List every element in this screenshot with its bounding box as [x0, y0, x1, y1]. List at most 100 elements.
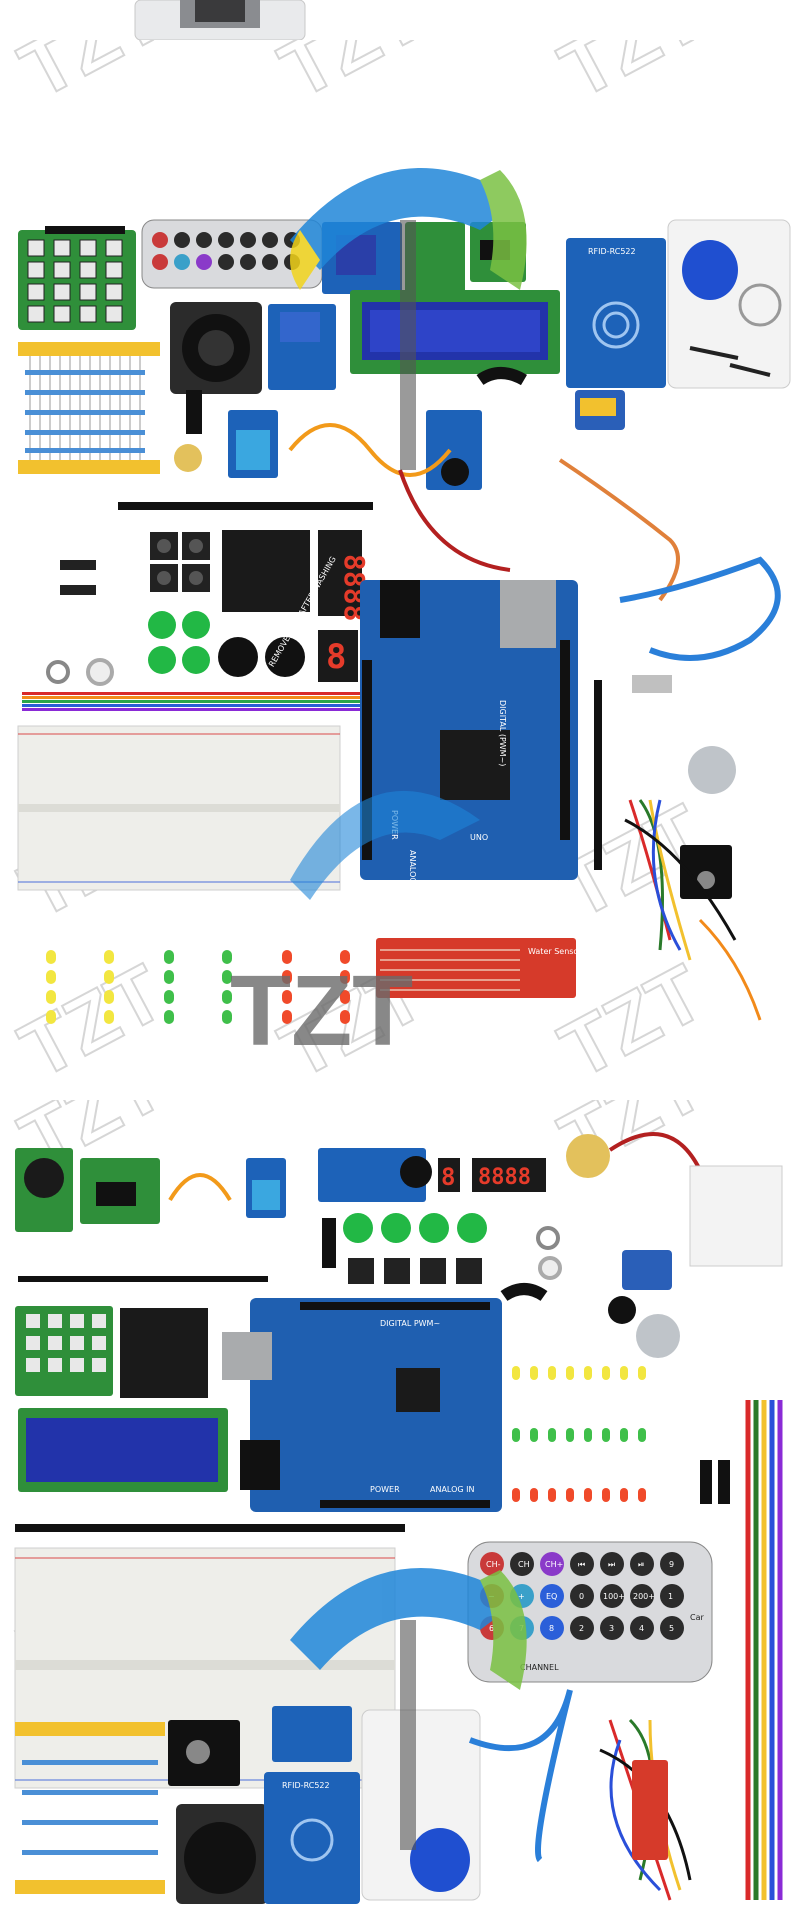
watermark-text: TZT — [266, 40, 437, 115]
buzzer-sealed — [265, 637, 305, 677]
seven-seg-single: 8 — [326, 637, 346, 677]
watermark-logo — [290, 1568, 527, 1850]
svg-text:+: + — [518, 1592, 525, 1601]
seven-segment-1digit: 8 — [318, 630, 358, 682]
kit-photo-2: TZT TZT TZT TZT 8 8888 — [0, 1100, 800, 1914]
seven-seg-text: 8888 — [478, 1165, 531, 1190]
potentiometer — [566, 1134, 610, 1178]
stepper-motor — [636, 1314, 680, 1358]
jumper-wires — [288, 423, 452, 477]
svg-text:CH-: CH- — [486, 1560, 501, 1569]
watermark-center-text: TZT — [230, 955, 413, 1067]
water-sensor: Water Sensor — [376, 938, 582, 998]
arduino-uno-board: DIGITAL PWM~ POWER ANALOG IN — [222, 1298, 502, 1512]
ir-sensor-module — [405, 222, 465, 294]
seven-seg-single: 8 — [441, 1163, 455, 1191]
potentiometer — [174, 444, 202, 472]
water-sensor-label: Water Sensor — [528, 947, 582, 956]
rfid-module — [264, 1772, 360, 1904]
led-rows — [46, 950, 350, 1024]
board-uno-label: UNO — [470, 833, 488, 842]
svg-text:EQ: EQ — [546, 1592, 557, 1601]
svg-text:CH: CH — [518, 1560, 530, 1569]
remote-keypad: CH- CH CH+ ⏮ ⏭ ⏯ − + EQ 0 100+ 200+ 1 2 … — [480, 1552, 684, 1640]
watermark-logo — [290, 168, 527, 900]
board-digital-label: DIGITAL (PWM~) — [498, 700, 507, 766]
button-caps — [343, 1213, 487, 1243]
rfid-label: RFID-RC522 — [588, 247, 636, 256]
resistor-pack — [15, 1722, 165, 1894]
servo-horns — [689, 1165, 783, 1267]
led-matrix — [222, 530, 310, 612]
arduino-uno-board: DIGITAL (PWM~) POWER ANALOG IN UNO — [360, 580, 578, 895]
button-caps — [148, 611, 210, 674]
header-pins — [15, 1524, 405, 1532]
svg-text:200+: 200+ — [633, 1592, 655, 1601]
rfid-keyfob — [410, 1828, 470, 1892]
rfid-keyfob — [682, 240, 738, 300]
battery-clip — [476, 367, 528, 386]
atmega-chip — [440, 730, 510, 800]
nut — [46, 660, 70, 684]
rfid-label: RFID-RC522 — [282, 1781, 330, 1790]
tilt-switch — [700, 1460, 712, 1504]
top-strip-photo — [134, 0, 306, 40]
svg-text:0: 0 — [579, 1592, 584, 1601]
svg-text:6: 6 — [489, 1624, 494, 1633]
breadboard — [17, 725, 341, 891]
svg-text:100+: 100+ — [603, 1592, 625, 1601]
stepper-motor — [688, 746, 736, 794]
usb-cable — [468, 1689, 573, 1863]
header-pins — [118, 502, 373, 510]
board-digital-label: DIGITAL PWM~ — [380, 1319, 440, 1328]
washer — [86, 658, 114, 686]
remote-brand-label: Car — [690, 1613, 704, 1622]
jumper-wires-bundle — [624, 799, 762, 1021]
relay-board — [272, 1706, 352, 1762]
svg-text:4: 4 — [639, 1624, 644, 1633]
lcd-1602 — [350, 290, 560, 374]
jumper-wires — [168, 1173, 232, 1202]
svg-text:⏮: ⏮ — [578, 1560, 585, 1569]
seven-segment-1digit — [438, 1158, 460, 1192]
kit-photo-1: TZT TZT TZT TZT TZT TZT TZT TZT — [0, 40, 800, 1100]
svg-text:1: 1 — [668, 1592, 673, 1601]
seven-segment-4digit — [472, 1158, 546, 1192]
buzzer — [608, 1296, 636, 1324]
rfid-card — [667, 219, 791, 389]
dc-jack — [380, 580, 420, 638]
watermark-text: TZT — [546, 40, 717, 115]
header-pins-vertical — [594, 680, 602, 870]
washer — [538, 1256, 562, 1280]
svg-text:⏭: ⏭ — [608, 1560, 615, 1569]
water-sensor — [632, 1760, 668, 1860]
kit-2-illustration: TZT TZT TZT TZT 8 8888 — [5, 1100, 783, 1904]
dc-jack — [240, 1440, 280, 1490]
keypad-module — [18, 226, 136, 330]
push-buttons — [348, 1258, 482, 1284]
led-rows — [512, 1366, 646, 1502]
usb-b-port — [222, 1332, 272, 1380]
svg-text:5: 5 — [669, 1624, 674, 1633]
kit-1-illustration: TZT TZT TZT TZT TZT TZT TZT TZT — [5, 40, 791, 1096]
svg-text:3: 3 — [609, 1624, 614, 1633]
watermark-text: TZT — [6, 948, 177, 1095]
watermark-text: TZT — [6, 40, 177, 115]
ic-chip — [322, 1218, 336, 1268]
svg-text:CH+: CH+ — [545, 1560, 563, 1569]
ir-remote: CHANNEL Car CH- CH CH+ ⏮ ⏭ ⏯ − + EQ 0 10… — [467, 1541, 713, 1683]
battery-clip — [500, 1283, 548, 1302]
led-matrix — [120, 1308, 208, 1398]
ic-chip — [186, 390, 202, 434]
tilt-switch — [60, 560, 96, 570]
top-strip — [0, 0, 800, 40]
usb-a-plug — [632, 675, 672, 693]
board-power-label: POWER — [370, 1485, 400, 1494]
keypad-module — [15, 1306, 113, 1396]
atmega-chip — [396, 1368, 440, 1412]
nut — [536, 1226, 560, 1250]
ribbon-cable-vertical — [745, 1400, 783, 1900]
push-buttons — [150, 532, 210, 592]
sound-sensor — [318, 1148, 426, 1202]
board-analog-label: ANALOG IN — [408, 850, 417, 895]
